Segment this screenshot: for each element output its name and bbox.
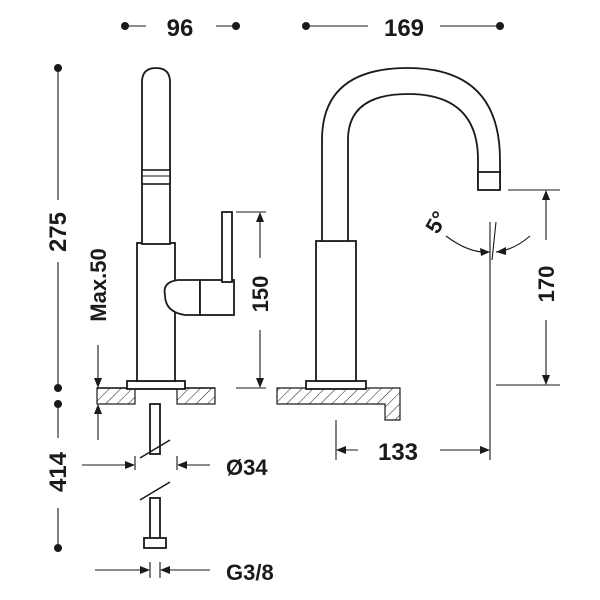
front-countertop-right [176,387,216,405]
dim-max50-label: Max.50 [86,248,111,321]
front-countertop-left [96,387,136,405]
dim-275-label: 275 [45,212,72,252]
side-spout [321,67,501,242]
front-base-flange [126,380,186,390]
front-rod-lower [149,497,161,541]
dim-5deg-label: 5° [420,207,452,238]
front-lever [221,211,233,283]
dim-front-width: 96 [121,15,240,42]
dim-total-height: 275 [45,64,72,392]
front-rod [149,403,161,455]
side-aerator [477,171,501,191]
side-view [276,67,501,421]
dim-below-counter: 414 [45,400,72,552]
dim-o34-label: Ø34 [226,455,268,480]
dim-side-reach: 169 [302,15,504,42]
front-connector [143,537,167,549]
dim-hole-diameter: Ø34 [82,455,268,480]
dim-spout-angle: 5° [420,207,531,261]
front-view [96,67,235,549]
dim-169-label: 169 [384,15,424,42]
front-handle-block [199,279,235,316]
side-countertop [276,387,401,421]
side-base-flange [305,380,367,390]
dim-150-label: 150 [248,276,273,313]
dim-spout-projection: 133 [335,222,491,466]
dim-g38-label: G3/8 [226,560,274,585]
front-body [136,242,176,382]
dim-spout-height: 170 [496,189,560,386]
dim-connection: G3/8 [95,560,274,585]
front-neck [141,179,171,245]
dim-133-label: 133 [378,439,418,466]
dim-96-label: 96 [167,15,194,42]
front-spout-top [141,67,171,181]
dim-170-label: 170 [534,266,559,303]
side-body [315,240,357,382]
front-aerator-band [141,169,171,185]
dim-max-counter: Max.50 [86,248,111,440]
dim-handle-height: 150 [236,211,273,389]
dim-414-label: 414 [45,451,72,492]
